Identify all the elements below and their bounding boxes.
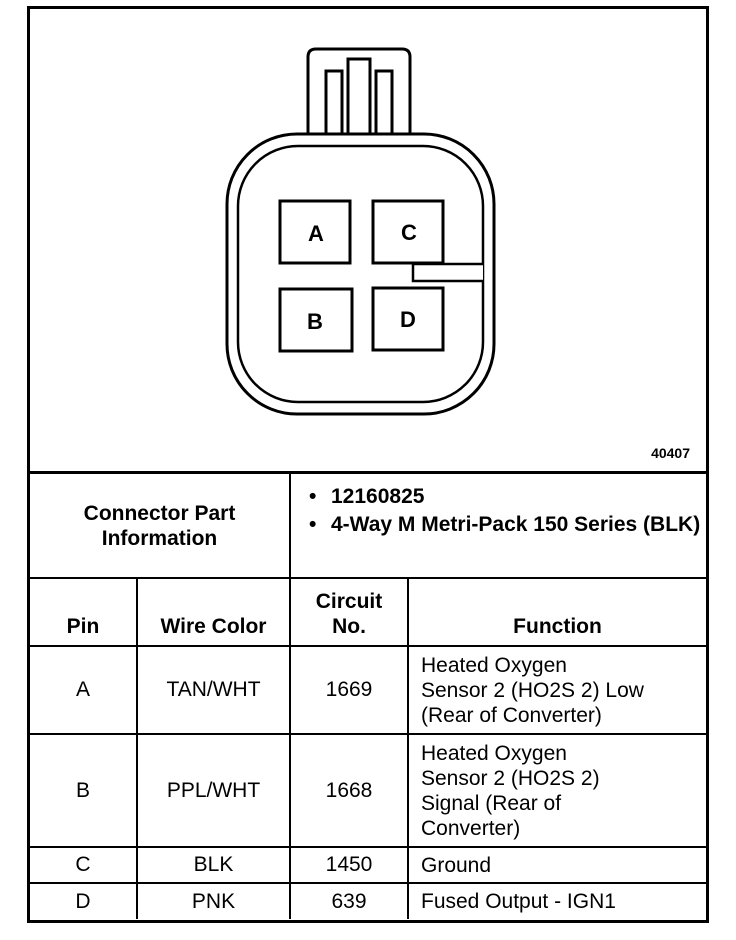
circuit-header-line1: Circuit xyxy=(315,590,383,613)
connector-sheet: A C B D 40407 Connector Part Information… xyxy=(27,6,709,923)
pin-header: Pin xyxy=(30,577,138,647)
function-cell: Ground xyxy=(407,846,706,884)
key-slot xyxy=(411,262,483,283)
connector-info-row: Connector Part Information 12160825 4-Wa… xyxy=(30,474,706,579)
table-row: B PPL/WHT 1668 Heated Oxygen Sensor 2 (H… xyxy=(30,733,706,848)
latch xyxy=(306,47,412,145)
pin-cavity-c xyxy=(371,199,445,265)
figure-id: 40407 xyxy=(651,445,690,461)
connector-info-list: 12160825 4-Way M Metri-Pack 150 Series (… xyxy=(289,474,706,579)
table-row: C BLK 1450 Ground xyxy=(30,846,706,884)
connector-info-label: Connector Part Information xyxy=(30,474,291,579)
function-line: Sensor 2 (HO2S 2) xyxy=(421,766,600,790)
function-cell: Fused Output - IGN1 xyxy=(407,882,706,919)
function-header: Function xyxy=(407,577,706,647)
pin-cell: C xyxy=(30,846,138,884)
pin-cavity-d xyxy=(371,286,445,352)
wire-color-cell: PNK xyxy=(136,882,291,919)
function-cell: Heated Oxygen Sensor 2 (HO2S 2) Low (Rea… xyxy=(407,645,706,735)
function-line: (Rear of Converter) xyxy=(421,703,602,727)
circuit-cell: 1450 xyxy=(289,846,409,884)
pin-cell: B xyxy=(30,733,138,848)
function-line: Ground xyxy=(421,853,492,877)
wire-color-header: Wire Color xyxy=(136,577,291,647)
wire-color-cell: BLK xyxy=(136,846,291,884)
pin-cavity-a xyxy=(278,199,352,265)
circuit-header-line2: No. xyxy=(332,615,366,638)
function-line: Fused Output - IGN1 xyxy=(421,890,616,913)
connector-drawing: A C B D xyxy=(225,47,496,416)
pinout-table: Connector Part Information 12160825 4-Wa… xyxy=(30,474,706,919)
circuit-cell: 1668 xyxy=(289,733,409,848)
wire-color-cell: PPL/WHT xyxy=(136,733,291,848)
table-row: A TAN/WHT 1669 Heated Oxygen Sensor 2 (H… xyxy=(30,645,706,735)
pin-label-d: D xyxy=(400,307,416,332)
connector-info-label-line2: Information xyxy=(101,526,218,550)
pin-label-a: A xyxy=(308,221,324,246)
connector-info-label-line1: Connector Part xyxy=(83,501,236,525)
circuit-cell: 639 xyxy=(289,882,409,919)
function-line: Converter) xyxy=(421,816,521,840)
connector-part-number: 12160825 xyxy=(309,484,706,509)
function-line: Heated Oxygen xyxy=(421,653,567,677)
pin-cavity-b xyxy=(278,287,354,353)
table-row: D PNK 639 Fused Output - IGN1 xyxy=(30,882,706,919)
circuit-cell: 1669 xyxy=(289,645,409,735)
pin-cell: D xyxy=(30,882,138,919)
pin-cell: A xyxy=(30,645,138,735)
table-header-row: Pin Wire Color Circuit No. Function xyxy=(30,577,706,647)
pin-label-c: C xyxy=(401,220,417,245)
circuit-header: Circuit No. xyxy=(289,577,409,647)
wire-color-cell: TAN/WHT xyxy=(136,645,291,735)
connector-diagram: A C B D 40407 xyxy=(30,9,706,474)
function-line: Sensor 2 (HO2S 2) Low xyxy=(421,678,644,702)
pin-label-b: B xyxy=(307,309,323,334)
function-line: Heated Oxygen xyxy=(421,741,567,765)
connector-type: 4-Way M Metri-Pack 150 Series (BLK) xyxy=(309,512,706,537)
function-cell: Heated Oxygen Sensor 2 (HO2S 2) Signal (… xyxy=(407,733,706,848)
function-line: Signal (Rear of xyxy=(421,791,562,815)
